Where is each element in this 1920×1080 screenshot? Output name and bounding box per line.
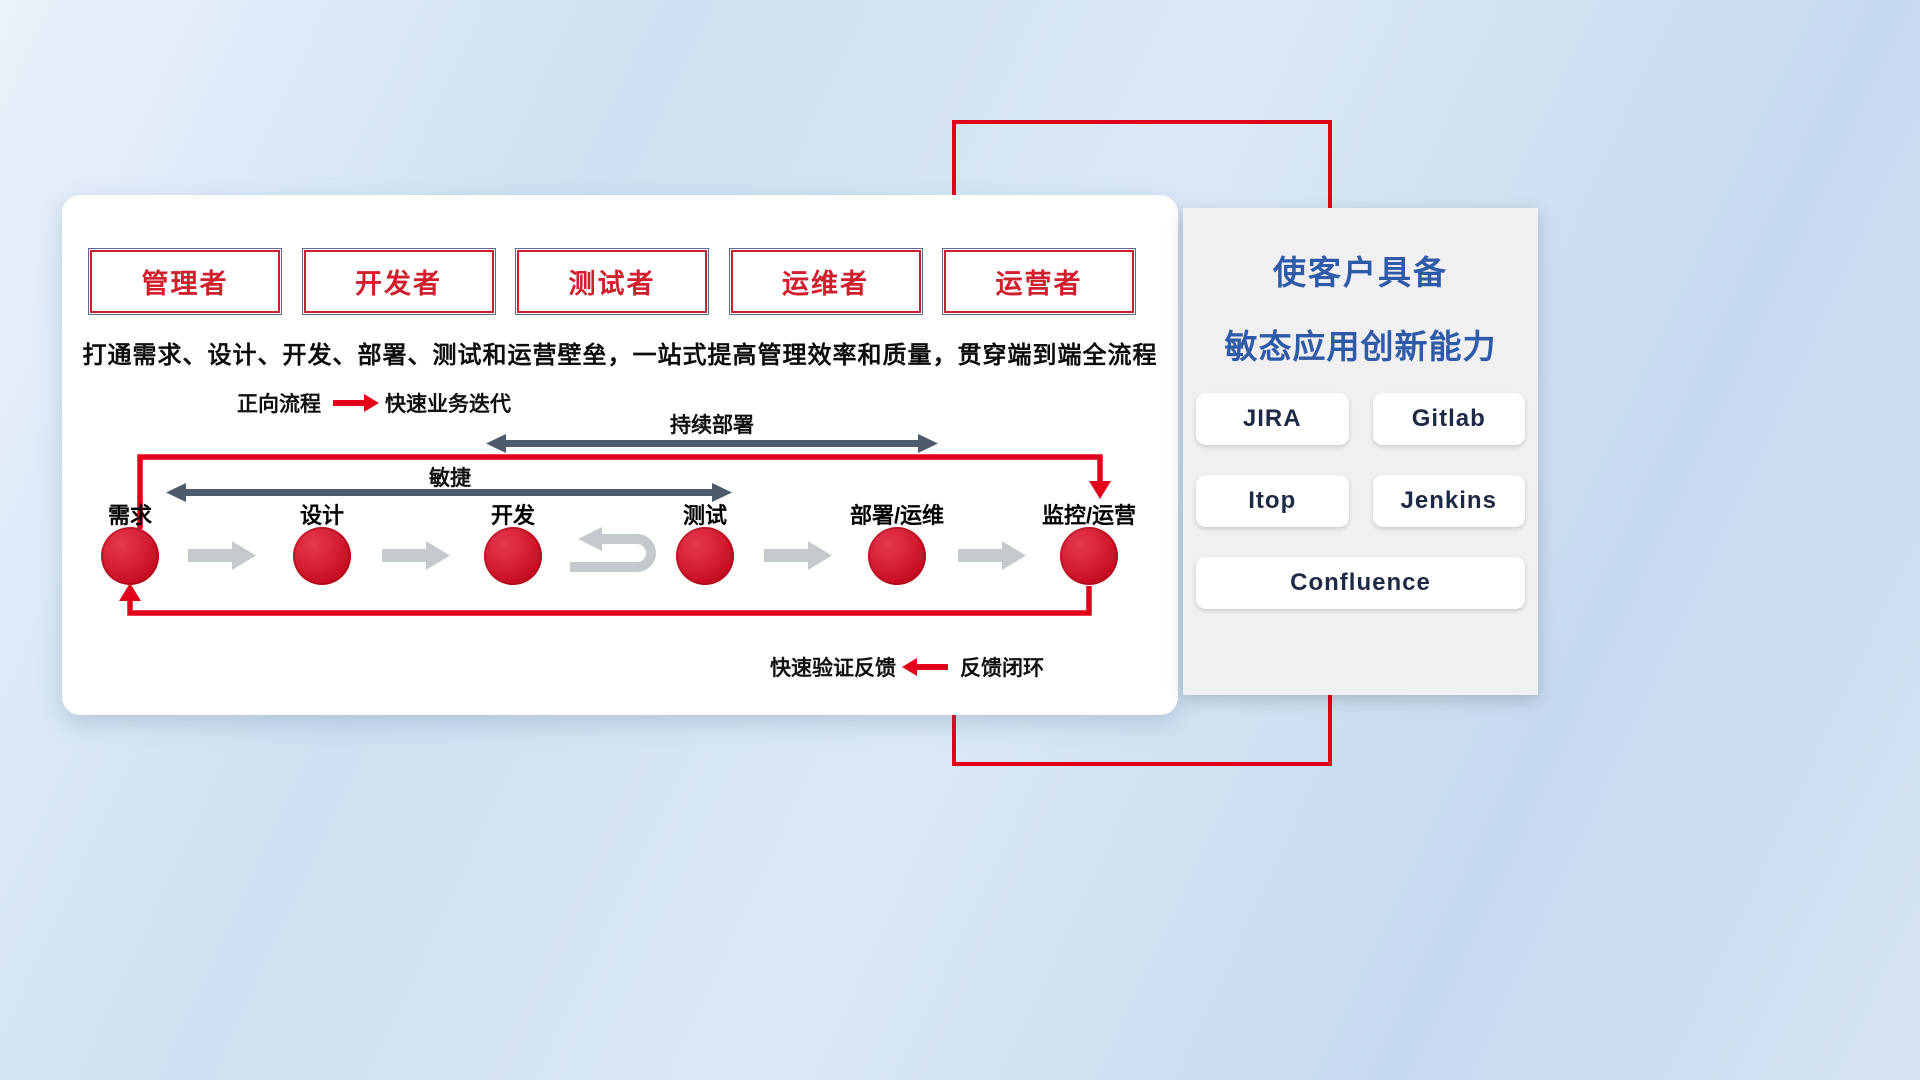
iteration-loop-icon — [570, 527, 656, 572]
capability-title-line1: 使客户具备 — [1273, 254, 1448, 291]
continuous-deploy-label: 持续部署 — [670, 414, 754, 437]
headline-text: 打通需求、设计、开发、部署、测试和运营壁垒，一站式提高管理效率和质量，贯穿端到端… — [82, 342, 1158, 369]
role-box-tester: 测试者 — [515, 248, 709, 315]
step-arrows — [188, 541, 1026, 570]
flow-node-circle — [293, 527, 351, 585]
tool-badge-gitlab: Gitlab — [1372, 393, 1525, 445]
role-box-operator: 运营者 — [942, 248, 1136, 315]
tool-badge-jira: JIRA — [1196, 393, 1349, 445]
red-feedback-loop — [127, 586, 1092, 616]
agile-arrow — [166, 483, 732, 502]
flow-node-label: 测试 — [682, 503, 727, 528]
agile-label: 敏捷 — [429, 467, 471, 490]
flow-node-label: 设计 — [299, 503, 344, 528]
role-label: 运营者 — [995, 269, 1083, 299]
legend-forward: 正向流程 快速业务迭代 — [237, 388, 511, 418]
flow-node-requirements: 需求 — [60, 498, 200, 585]
legend-forward-desc: 快速业务迭代 — [385, 393, 511, 416]
flow-node-circle — [101, 527, 159, 585]
legend-forward-label: 正向流程 — [237, 393, 321, 416]
flow-node-monitor-operate: 监控/运营 — [1019, 498, 1159, 585]
forward-arrow-icon — [333, 394, 379, 412]
role-row: 管理者 开发者 测试者 运维者 运营者 — [88, 248, 1136, 315]
tool-badge-itop: Itop — [1196, 475, 1349, 527]
flow-node-development: 开发 — [443, 498, 583, 585]
legend-feedback-desc: 反馈闭环 — [960, 657, 1044, 680]
capability-title-line2: 敏态应用创新能力 — [1224, 328, 1497, 365]
flow-node-label: 监控/运营 — [1041, 503, 1137, 528]
role-label: 开发者 — [355, 269, 442, 299]
flow-node-circle — [484, 527, 542, 585]
role-box-ops: 运维者 — [728, 248, 923, 315]
flow-node-design: 设计 — [252, 498, 392, 585]
flow-node-circle — [1060, 527, 1118, 585]
legend-feedback: 快速验证反馈 反馈闭环 — [770, 652, 1044, 682]
red-forward-loop — [137, 454, 1103, 529]
red-forward-arrowhead — [1089, 481, 1111, 499]
flow-node-circle — [868, 527, 926, 585]
feedback-arrow-icon — [902, 658, 948, 676]
workflow-panel: 管理者 开发者 测试者 运维者 运营者 打通需求、设计、开发、部署、测试和运营壁… — [62, 195, 1178, 715]
flow-node-circle — [676, 527, 734, 585]
tool-badge-confluence: Confluence — [1196, 557, 1525, 609]
role-label: 管理者 — [141, 269, 229, 299]
flow-node-testing: 测试 — [635, 498, 775, 585]
continuous-deploy-arrow — [486, 434, 938, 453]
capability-panel: 使客户具备 敏态应用创新能力 JIRA Gitlab Itop Jenkins … — [1183, 208, 1538, 695]
role-label: 运维者 — [782, 269, 869, 299]
flow-node-label: 需求 — [107, 503, 152, 528]
flow-node-label: 开发 — [490, 503, 535, 528]
red-feedback-arrowhead — [119, 583, 141, 601]
tool-badge-jenkins: Jenkins — [1372, 475, 1525, 527]
role-box-manager: 管理者 — [88, 248, 282, 315]
flow-node-label: 部署/运维 — [849, 503, 945, 528]
tool-grid: JIRA Gitlab Itop Jenkins Confluence — [1196, 393, 1525, 609]
legend-feedback-label: 快速验证反馈 — [770, 657, 896, 680]
role-label: 测试者 — [568, 269, 656, 299]
flow-node-deploy-ops: 部署/运维 — [827, 498, 967, 585]
flow-diagram-graphics — [119, 434, 1111, 616]
role-box-developer: 开发者 — [301, 248, 496, 315]
